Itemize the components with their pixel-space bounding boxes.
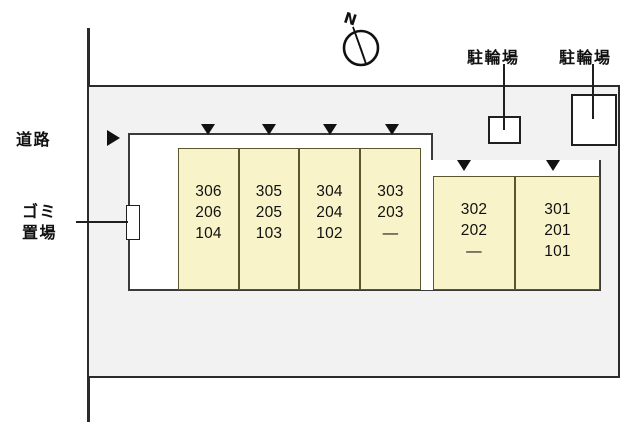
- site-entrance-arrow-icon: [107, 130, 120, 146]
- garbage-area-label-line2: 置場: [22, 223, 58, 242]
- unit-303-floor1: —: [382, 225, 399, 242]
- unit-306[interactable]: 306 206 104: [178, 148, 239, 290]
- entrance-marker-301-icon: [546, 160, 560, 171]
- unit-306-floor3: 306: [195, 183, 222, 200]
- garbage-area-box[interactable]: [126, 205, 140, 240]
- bicycle-parking-left-leader-line: [503, 64, 505, 130]
- entrance-marker-306-icon: [201, 124, 215, 135]
- garbage-area-leader-line: [76, 221, 128, 223]
- unit-303[interactable]: 303 203 —: [360, 148, 421, 290]
- unit-302-floor1: —: [466, 243, 482, 260]
- entrance-marker-303-icon: [385, 124, 399, 135]
- unit-301[interactable]: 301 201 101: [515, 176, 600, 290]
- bicycle-parking-right-label: 駐輪場: [559, 48, 612, 67]
- unit-306-floor1: 104: [195, 225, 222, 242]
- unit-304-floor2: 204: [316, 204, 343, 221]
- unit-303-floor2: 203: [377, 204, 404, 221]
- unit-305-floor3: 305: [255, 183, 283, 200]
- unit-305[interactable]: 305 205 103: [239, 148, 299, 290]
- unit-303-floor3: 303: [377, 183, 404, 200]
- entrance-marker-305-icon: [262, 124, 276, 135]
- road-label: 道路: [16, 130, 52, 149]
- unit-302[interactable]: 302 202 —: [433, 176, 515, 290]
- unit-304[interactable]: 304 204 102: [299, 148, 360, 290]
- garbage-area-label: ゴミ 置場: [22, 201, 57, 243]
- garbage-area-label-line1: ゴミ: [22, 202, 58, 221]
- unit-301-floor2: 201: [544, 222, 571, 239]
- unit-301-floor1: 101: [544, 243, 571, 260]
- unit-301-floor3: 301: [544, 201, 571, 218]
- unit-302-floor3: 302: [460, 201, 488, 218]
- unit-304-floor3: 304: [316, 183, 343, 200]
- compass-icon: [342, 26, 380, 67]
- unit-306-floor2: 206: [195, 204, 222, 221]
- bicycle-parking-left-label: 駐輪場: [467, 48, 520, 67]
- entrance-marker-302-icon: [457, 160, 471, 171]
- entrance-marker-304-icon: [323, 124, 337, 135]
- bicycle-parking-right-leader-line: [592, 64, 594, 119]
- unit-305-floor1: 103: [255, 225, 283, 242]
- unit-304-floor1: 102: [316, 225, 343, 242]
- compass-rose: N: [338, 8, 384, 68]
- bicycle-parking-right-box[interactable]: [571, 94, 617, 146]
- unit-305-floor2: 205: [255, 204, 283, 221]
- unit-302-floor2: 202: [460, 222, 488, 239]
